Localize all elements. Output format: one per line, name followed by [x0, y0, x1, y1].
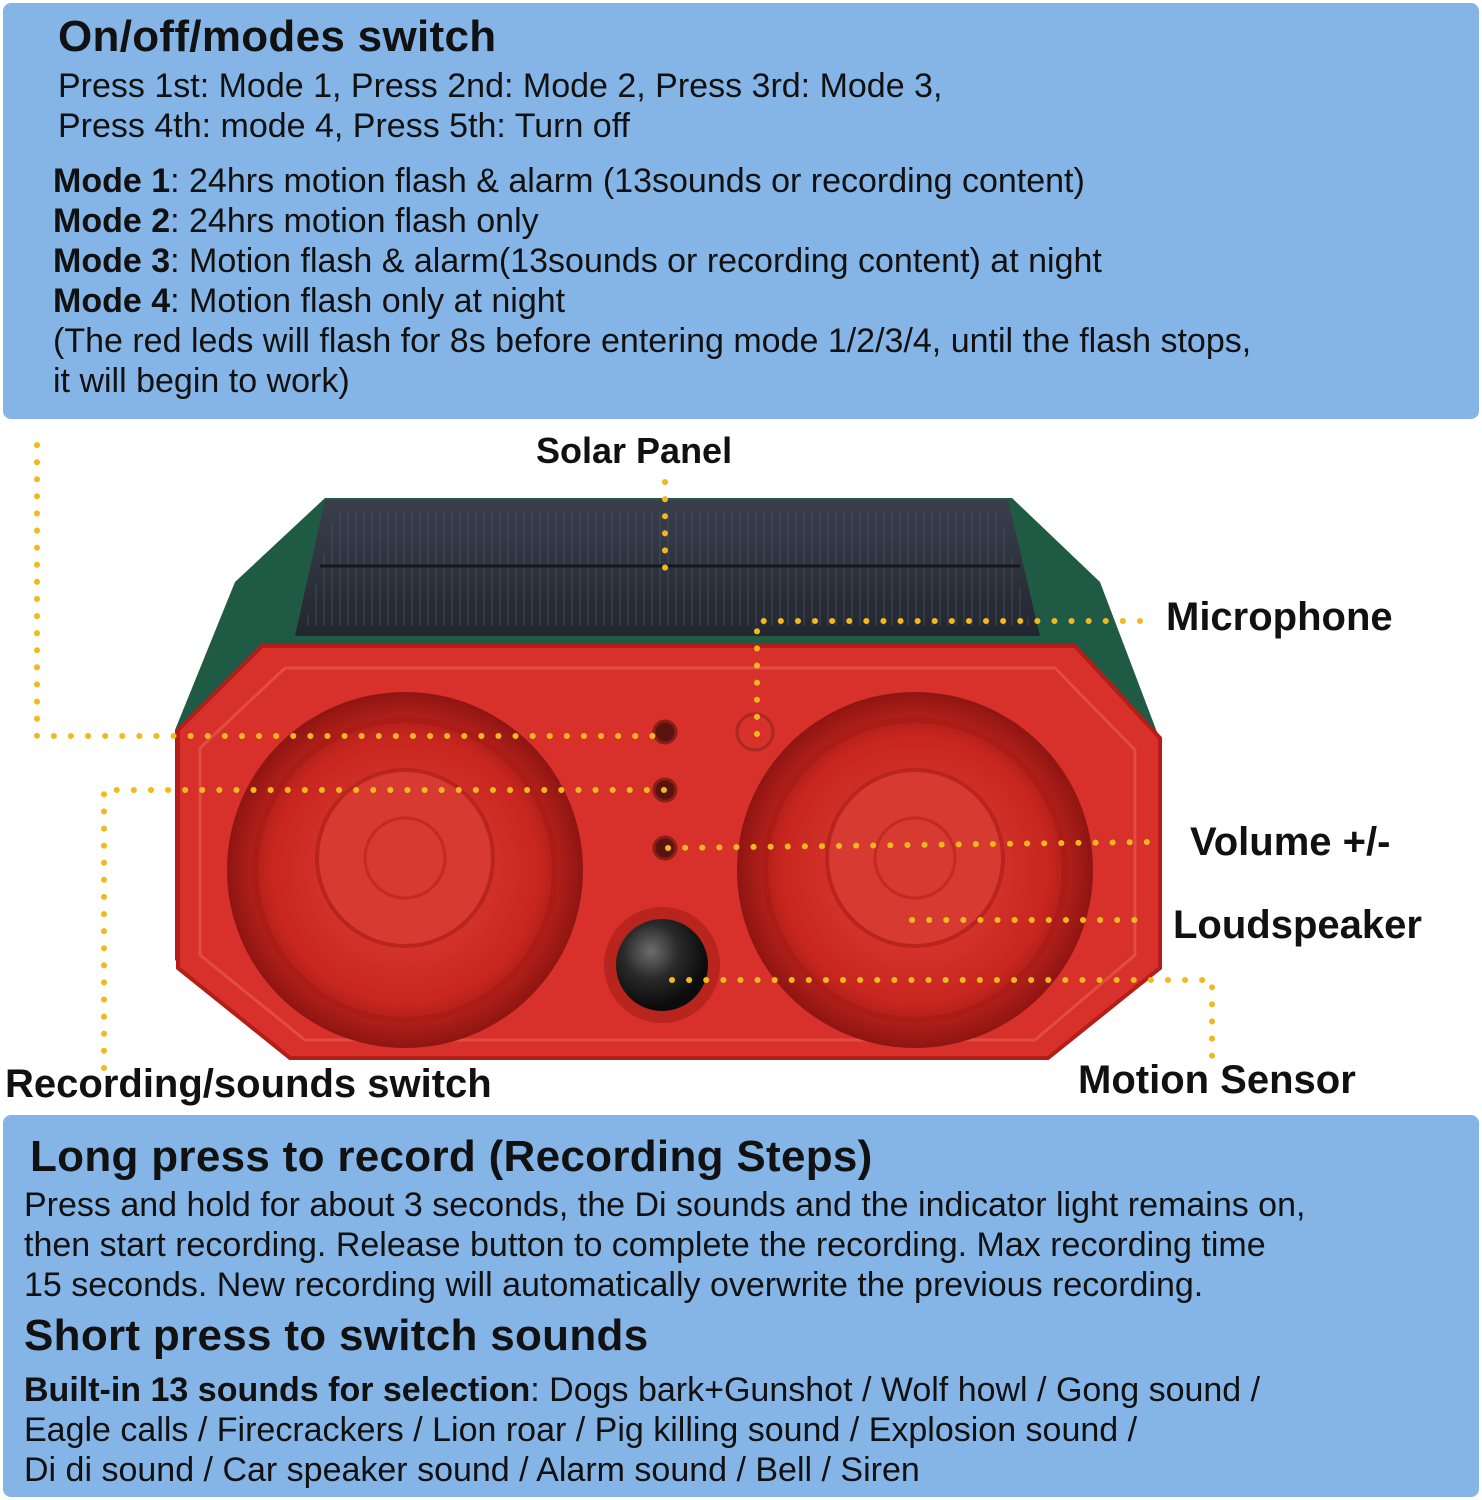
left-driver: [315, 768, 495, 948]
press-sequence-line-2: Press 4th: mode 4, Press 5th: Turn off: [58, 107, 630, 145]
record-steps-line-1: Press and hold for about 3 seconds, the …: [24, 1186, 1306, 1224]
volume-label: Volume +/-: [1190, 820, 1391, 864]
volume-leader-line: [665, 839, 1153, 851]
device-illustration: [34, 442, 1215, 1071]
mode-3-text: : Motion flash & alarm(13sounds or recor…: [170, 242, 1102, 280]
left-horn-rim: [252, 717, 558, 1023]
record-leader-line: [101, 787, 668, 1071]
microphone-leader-line: [754, 618, 1143, 739]
switch-sounds-title: Short press to switch sounds: [24, 1311, 649, 1360]
led-note-line-1: (The red leds will flash for 8s before e…: [53, 322, 1252, 360]
leader-lines: [34, 442, 1215, 1071]
microphone-hole: [735, 712, 775, 752]
mode-1-text: : 24hrs motion flash & alarm (13sounds o…: [170, 162, 1085, 200]
power-button: [652, 719, 678, 745]
mode-3-line: Mode 3: Motion flash & alarm(13sounds or…: [53, 241, 1102, 281]
housing-front-inner: [198, 666, 1137, 1042]
sounds-line-2: Eagle calls / Firecrackers / Lion roar /…: [24, 1411, 1138, 1449]
motion-sensor-label: Motion Sensor: [1078, 1058, 1356, 1102]
solar-panel-label: Solar Panel: [536, 430, 733, 471]
sounds-label: Built-in 13 sounds for selection: [24, 1371, 531, 1409]
microphone-label: Microphone: [1166, 595, 1393, 639]
right-driver-cap: [873, 816, 957, 900]
sounds-list-1: : Dogs bark+Gunshot / Wolf howl / Gong s…: [530, 1371, 1261, 1409]
recording-info-panel: [3, 1115, 1479, 1497]
record-steps-line-3: 15 seconds. New recording will automatic…: [24, 1266, 1204, 1304]
power-leader-line: [34, 442, 668, 739]
record-steps-line-2: then start recording. Release button to …: [24, 1226, 1266, 1264]
led-note-line-2: it will begin to work): [53, 362, 350, 400]
record-title: Long press to record (Recording Steps): [30, 1132, 873, 1181]
mode-2-text: : 24hrs motion flash only: [170, 202, 539, 240]
recording-switch-label: Recording/sounds switch: [5, 1062, 492, 1106]
mode-2-line: Mode 2: 24hrs motion flash only: [53, 201, 539, 241]
modes-info-panel: [3, 3, 1479, 419]
motion-sensor-dome: [616, 919, 708, 1011]
mode-4-line: Mode 4: Motion flash only at night: [53, 281, 565, 321]
press-sequence-line-1: Press 1st: Mode 1, Press 2nd: Mode 2, Pr…: [58, 67, 943, 105]
mode-1-label: Mode 1: [53, 162, 171, 200]
right-driver: [825, 768, 1005, 948]
mode-4-label: Mode 4: [53, 282, 171, 320]
mode-1-line: Mode 1: 24hrs motion flash & alarm (13so…: [53, 161, 1085, 201]
sounds-line-3: Di di sound / Car speaker sound / Alarm …: [24, 1451, 920, 1489]
modes-switch-title: On/off/modes switch: [58, 12, 497, 61]
left-driver-cap: [363, 816, 447, 900]
mode-2-label: Mode 2: [53, 202, 171, 240]
right-horn-rim: [762, 717, 1068, 1023]
loudspeaker-label: Loudspeaker: [1173, 903, 1422, 947]
sounds-line-1: Built-in 13 sounds for selection: Dogs b…: [24, 1370, 1260, 1410]
mode-3-label: Mode 3: [53, 242, 171, 280]
mode-4-text: : Motion flash only at night: [170, 282, 566, 320]
